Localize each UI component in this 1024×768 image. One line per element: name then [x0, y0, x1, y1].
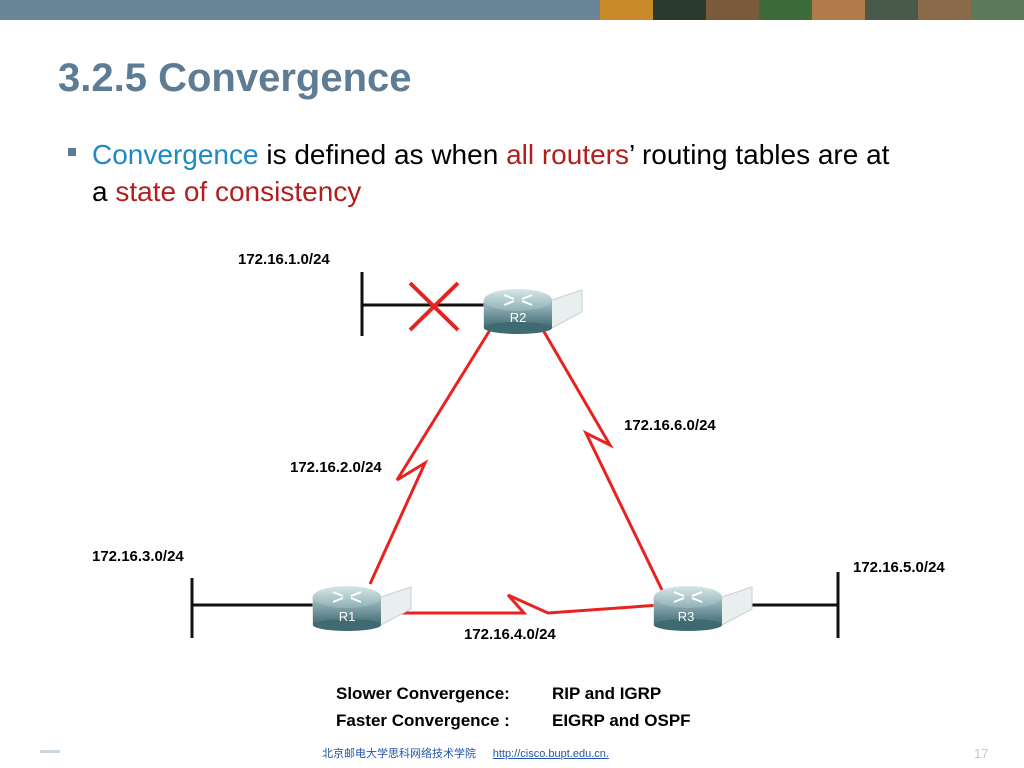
bullet-marker: [68, 148, 76, 156]
network-label-4: 172.16.4.0/24: [464, 626, 556, 643]
serial-link-r1-r3: [376, 593, 661, 615]
router-r2-icon: R2: [483, 289, 583, 334]
slide-title: 3.2.5 Convergence: [58, 56, 412, 100]
router-r3-label: R3: [678, 609, 695, 624]
router-r1-icon: R1: [312, 586, 412, 631]
link-failure-x-icon: [408, 281, 460, 332]
legend-value: RIP and IGRP: [552, 683, 662, 703]
footer-url-link[interactable]: http://cisco.bupt.edu.cn.: [492, 748, 609, 760]
bullet-term: Convergence: [92, 139, 259, 170]
network-label-3: 172.16.3.0/24: [92, 548, 184, 565]
lan-segment-3: [190, 578, 320, 638]
network-label-6: 172.16.6.0/24: [624, 417, 716, 434]
bullet-text-1: is defined as when: [258, 139, 507, 170]
footer-school: 北京邮电大学思科网络技术学院: [322, 748, 476, 760]
bullet-emph-1: all routers: [506, 139, 629, 170]
lan-segment-1: [360, 272, 492, 336]
router-r2-label: R2: [510, 310, 527, 325]
header-photo-strip: [600, 0, 1024, 20]
page-number: 17: [974, 746, 989, 761]
footer: 北京邮电大学思科网络技术学院 http://cisco.bupt.edu.cn.: [322, 745, 609, 761]
network-label-2: 172.16.2.0/24: [290, 459, 382, 476]
bullet-text: Convergence is defined as when all route…: [92, 136, 912, 210]
convergence-legend: Slower Convergence: RIP and IGRP Faster …: [336, 680, 691, 734]
router-r3-icon: R3: [653, 586, 753, 631]
legend-row-slower: Slower Convergence: RIP and IGRP: [336, 680, 691, 707]
network-label-5: 172.16.5.0/24: [853, 559, 945, 576]
legend-value: EIGRP and OSPF: [552, 710, 691, 730]
legend-key: Slower Convergence:: [336, 683, 510, 703]
bullet-emph-2: state of consistency: [115, 176, 362, 207]
serial-link-r2-r3: [541, 329, 664, 591]
footer-logo: [40, 750, 60, 753]
legend-row-faster: Faster Convergence : EIGRP and OSPF: [336, 707, 691, 734]
router-r1-label: R1: [339, 609, 356, 624]
bullet-text-2: ’ routing tables are at a: [92, 139, 890, 207]
legend-key: Faster Convergence :: [336, 710, 510, 730]
serial-link-r1-r2: [368, 329, 492, 585]
network-label-1: 172.16.1.0/24: [238, 251, 330, 268]
